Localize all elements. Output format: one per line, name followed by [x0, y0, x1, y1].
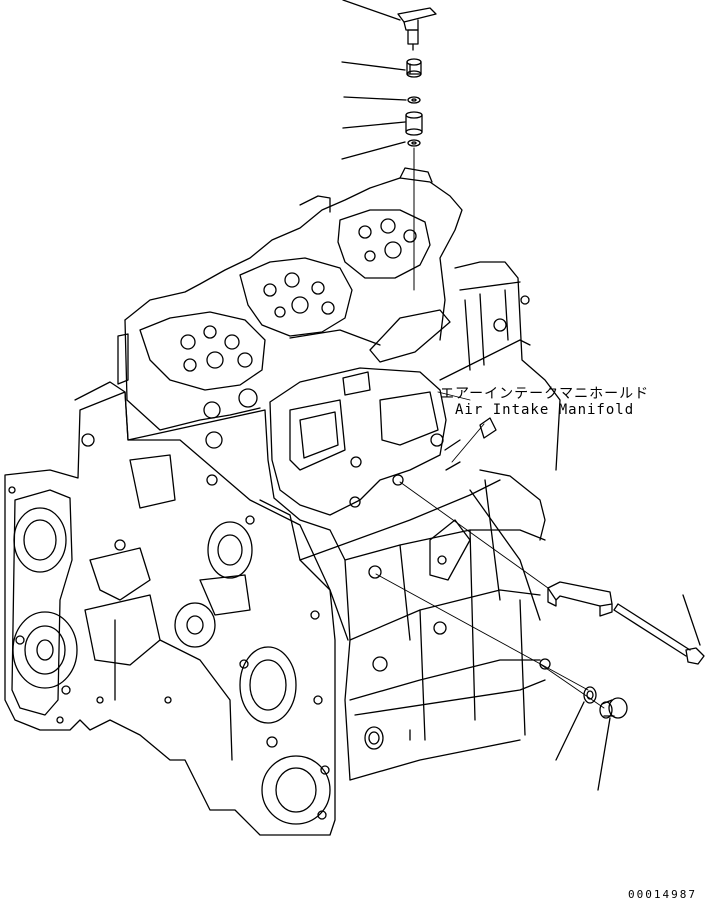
- bracket-sensor-part: [397, 7, 437, 51]
- engine-block: [74, 381, 551, 781]
- air-intake-manifold: [269, 367, 497, 516]
- o-ring-part: [407, 139, 421, 147]
- plug-part: [597, 697, 628, 791]
- block-right-side: [429, 261, 561, 621]
- manifold-label-english: Air Intake Manifold: [455, 402, 635, 418]
- washer-part: [407, 96, 421, 104]
- long-bolt-part: [613, 594, 705, 665]
- gear-case: [4, 391, 336, 836]
- leader-lines-top: [341, 0, 407, 160]
- assembly-leader-lines: [375, 391, 605, 709]
- spacer-part: [405, 111, 423, 136]
- manifold-label-japanese: エアーインテークマニホールド: [440, 386, 650, 402]
- gasket-part: [555, 686, 597, 761]
- valve-cover-rail: [289, 309, 451, 363]
- drawing-number: 00014987: [628, 888, 697, 901]
- bolt-part: [406, 58, 422, 78]
- cylinder-head: [117, 167, 463, 449]
- clip-bracket-part: [547, 581, 613, 617]
